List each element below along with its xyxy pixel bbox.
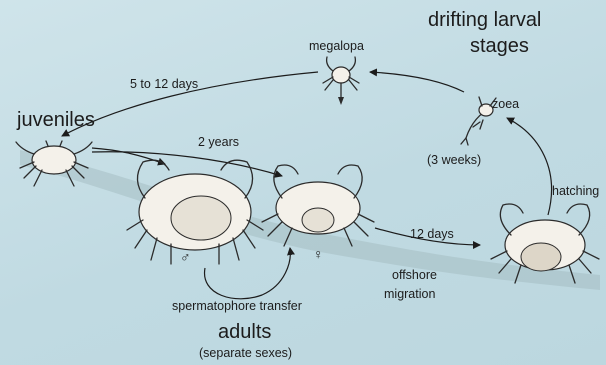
- duration-2-years: 2 years: [198, 136, 239, 149]
- arrow-juvenile-to-male: [92, 148, 165, 164]
- megalopa-illustration: [323, 57, 359, 105]
- hatching-label: hatching: [552, 185, 599, 198]
- drifting-larval-stages-title-line2: stages: [470, 36, 529, 56]
- zoea-label: zoea: [492, 98, 519, 111]
- arrow-juvenile-to-female: [92, 152, 282, 176]
- arrow-zoea-to-megalopa: [370, 72, 464, 92]
- megalopa-label: megalopa: [309, 40, 364, 53]
- juveniles-label: juveniles: [17, 110, 95, 130]
- male-symbol: ♂: [180, 250, 191, 264]
- zoea-illustration: [461, 97, 496, 145]
- zoea-duration: (3 weeks): [427, 154, 481, 167]
- drifting-larval-stages-title-line1: drifting larval: [428, 10, 541, 30]
- female-symbol: ♀: [313, 247, 324, 261]
- offshore-label: offshore: [392, 269, 437, 282]
- arrow-spermatophore-transfer: [205, 248, 291, 299]
- male-crab-illustration: [127, 160, 263, 264]
- spermatophore-transfer-label: spermatophore transfer: [172, 300, 302, 313]
- migration-label: migration: [384, 288, 435, 301]
- separate-sexes-label: (separate sexes): [199, 347, 292, 360]
- duration-12-days: 12 days: [410, 228, 454, 241]
- adults-label: adults: [218, 322, 271, 342]
- duration-5-to-12-days: 5 to 12 days: [130, 78, 198, 91]
- arrow-hatching-to-zoea: [507, 118, 552, 215]
